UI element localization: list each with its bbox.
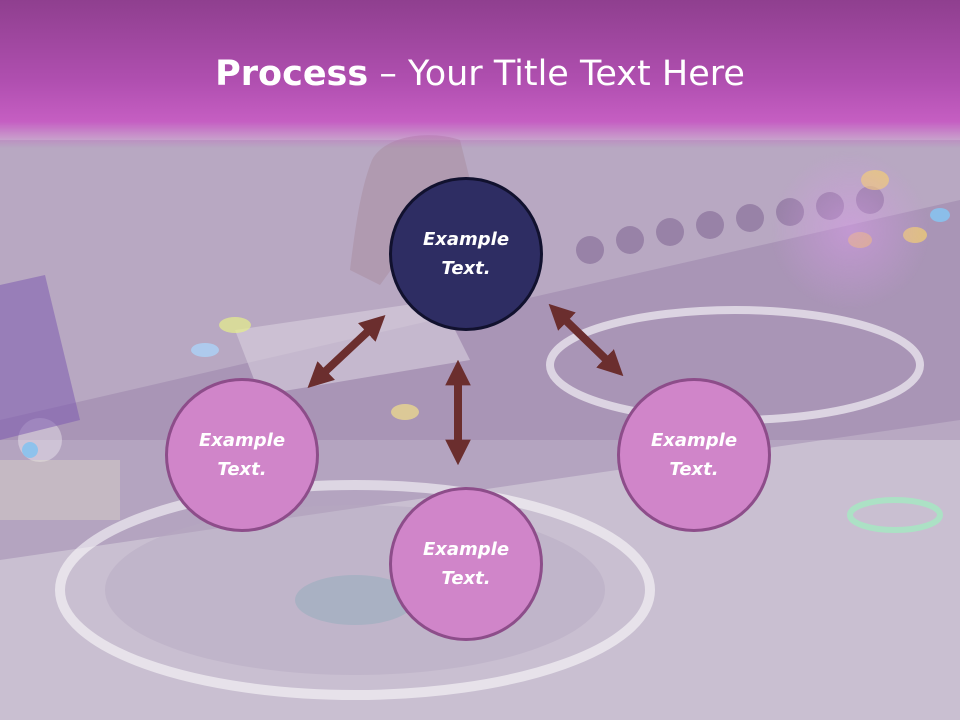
- arrow-top-right: [548, 303, 624, 377]
- node-left-line2: Text.: [217, 459, 267, 480]
- node-top-line2: Text.: [441, 258, 491, 279]
- node-right-line1: Example: [650, 430, 738, 451]
- node-bottom-line1: Example: [422, 539, 510, 560]
- process-node-right: Example Text.: [617, 378, 771, 532]
- title-dash: –: [368, 54, 408, 94]
- title-strong: Process: [215, 54, 369, 94]
- node-bottom-line2: Text.: [441, 568, 491, 589]
- slide-title: Process – Your Title Text Here: [0, 52, 960, 96]
- node-right-line2: Text.: [669, 459, 719, 480]
- title-bar: [0, 0, 960, 148]
- title-light: Your Title Text Here: [407, 54, 745, 94]
- process-node-top: Example Text.: [389, 177, 543, 331]
- process-node-left: Example Text.: [165, 378, 319, 532]
- node-top-line1: Example: [422, 229, 510, 250]
- node-left-line1: Example: [198, 430, 286, 451]
- process-node-bottom: Example Text.: [389, 487, 543, 641]
- arrow-top-left: [307, 315, 386, 388]
